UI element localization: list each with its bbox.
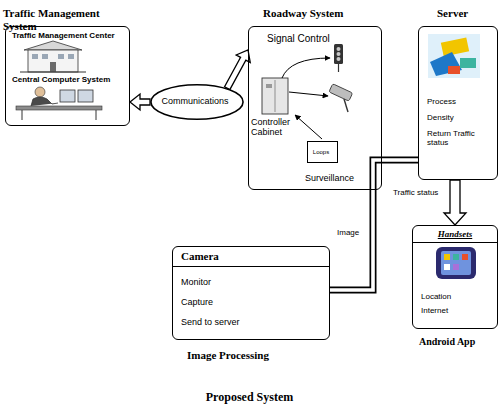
- figure-caption: Proposed System: [0, 390, 499, 405]
- handset-box: HandsetsLocationInternetAndroid App: [412, 225, 498, 329]
- connector-label: Traffic status: [392, 188, 439, 197]
- hollow-arrow: [225, 50, 251, 90]
- connector: [225, 50, 251, 90]
- signal-control-arrow: [282, 58, 330, 78]
- system-box: Traffic Management SystemTraffic Managem…: [5, 26, 130, 126]
- computer-operator-icon: [16, 87, 102, 120]
- controller-cabinet-icon: [262, 78, 288, 114]
- divider-line: [413, 242, 497, 243]
- label-text: Capture: [181, 297, 213, 307]
- label-text: Internet: [421, 306, 448, 315]
- surveillance-camera-icon: [329, 84, 353, 112]
- system-box: Roadway SystemSignal ControlController C…: [248, 26, 382, 190]
- label-text: Process: [427, 97, 456, 106]
- label-text: Central Computer System: [12, 75, 110, 84]
- heading-text: Camera: [181, 250, 219, 263]
- label-text: Signal Control: [267, 33, 330, 45]
- server-box: ServerProcessDensityReturn Traffic statu…: [418, 26, 498, 180]
- loop-detector-box: Loops: [307, 141, 338, 163]
- label-text: Image Processing: [187, 349, 269, 362]
- heading-text: Handsets: [413, 229, 497, 239]
- hollow-arrow: [444, 180, 466, 225]
- camera-box: CameraMonitorCaptureSend to serverImage …: [172, 246, 330, 340]
- building-icon: [20, 41, 86, 72]
- label-text: Location: [421, 292, 451, 301]
- connector: [130, 94, 150, 110]
- label-text: Density: [427, 113, 454, 122]
- server-icon: [428, 34, 480, 78]
- communication-ellipse: Communications: [150, 84, 244, 120]
- label-text: Android App: [419, 336, 475, 348]
- heading-text: Traffic Management System: [3, 7, 129, 32]
- heading-text: Communications: [150, 96, 240, 106]
- hollow-arrow: [130, 94, 150, 110]
- heading-text: Loops: [308, 149, 334, 156]
- label-text: Surveillance: [305, 173, 354, 183]
- label-text: Send to server: [181, 317, 240, 327]
- divider-line: [173, 266, 329, 267]
- label-text: Controller Cabinet: [251, 117, 303, 138]
- connector-label: Image: [336, 228, 360, 237]
- traffic-signal-icon: [334, 44, 343, 72]
- label-text: Return Traffic status: [427, 129, 493, 147]
- camera-control-arrow: [289, 92, 328, 96]
- heading-text: Server: [437, 7, 468, 20]
- label-text: Traffic Management Center: [12, 31, 115, 40]
- heading-text: Roadway System: [263, 7, 343, 20]
- phone-icon: [436, 247, 476, 279]
- connector: [444, 180, 466, 225]
- loop-sense-arrow: [295, 115, 322, 139]
- label-text: Monitor: [181, 277, 211, 287]
